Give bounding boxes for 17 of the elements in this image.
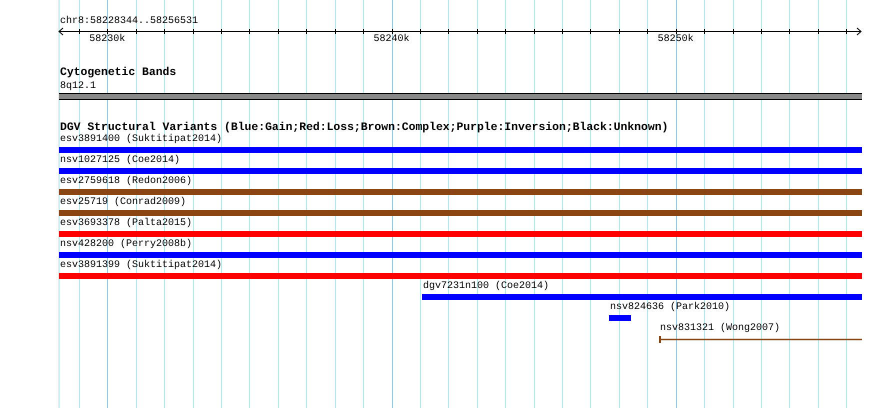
variant-label: dgv7231n100 (Coe2014) (422, 281, 550, 293)
variant-label: esv3891400 (Suktitipat2014) (59, 134, 224, 146)
variant-label: nsv1027125 (Coe2014) (59, 155, 182, 167)
tick-label: 58240k (374, 34, 410, 46)
variant-label: esv3693378 (Palta2015) (59, 218, 194, 230)
variant-label: esv2759618 (Redon2006) (59, 176, 194, 188)
variant-label: esv3891399 (Suktitipat2014) (59, 260, 224, 272)
tick-label: 58230k (89, 34, 126, 46)
track-title: Cytogenetic Bands (60, 67, 176, 80)
coordinate-label: chr8:58228344..58256531 (60, 16, 198, 28)
tick-label: 58250k (658, 34, 694, 46)
band-label: 8q12.1 (59, 80, 98, 93)
track-title: DGV Structural Variants (Blue:Gain;Red:Loss;Brown:Complex;Purple:Inversion;Black:Unknown) (60, 122, 668, 134)
variant-label: nsv428200 (Perry2008b) (59, 239, 194, 251)
variant-label: nsv824636 (Park2010) (609, 302, 730, 314)
variant-label: esv25719 (Conrad2009) (59, 197, 188, 209)
variant-label: nsv831321 (Wong2007) (659, 323, 782, 335)
